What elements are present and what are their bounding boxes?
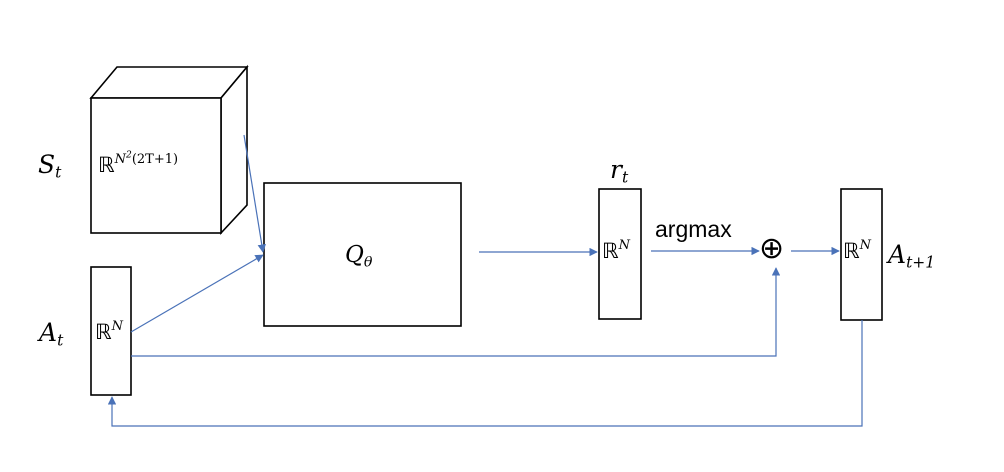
- edge-action-to-q: [130, 254, 264, 333]
- label-state: St: [38, 150, 62, 182]
- q-network-box: [263, 182, 462, 327]
- reward-vector-box: [598, 188, 642, 320]
- edge-feedback-loop: [107, 320, 863, 427]
- state-tensor-cube: [89, 64, 249, 236]
- label-next-action-space: ℝN: [843, 237, 872, 263]
- label-argmax: argmax: [655, 216, 732, 242]
- label-reward-space: ℝN: [602, 237, 631, 263]
- label-reward: rt: [610, 155, 629, 187]
- label-action: At: [39, 318, 64, 350]
- label-action-space: ℝN: [95, 318, 124, 344]
- edge-action-to-plus: [131, 267, 781, 357]
- edge-state-to-q: [243, 134, 266, 253]
- action-vector-box: [90, 266, 132, 396]
- label-next-action: At+1: [888, 240, 936, 272]
- label-state-space: ℝN2(2T+1): [98, 150, 179, 177]
- plus-operator-icon: ⊕: [759, 232, 785, 265]
- label-q-network: Qθ: [345, 242, 373, 271]
